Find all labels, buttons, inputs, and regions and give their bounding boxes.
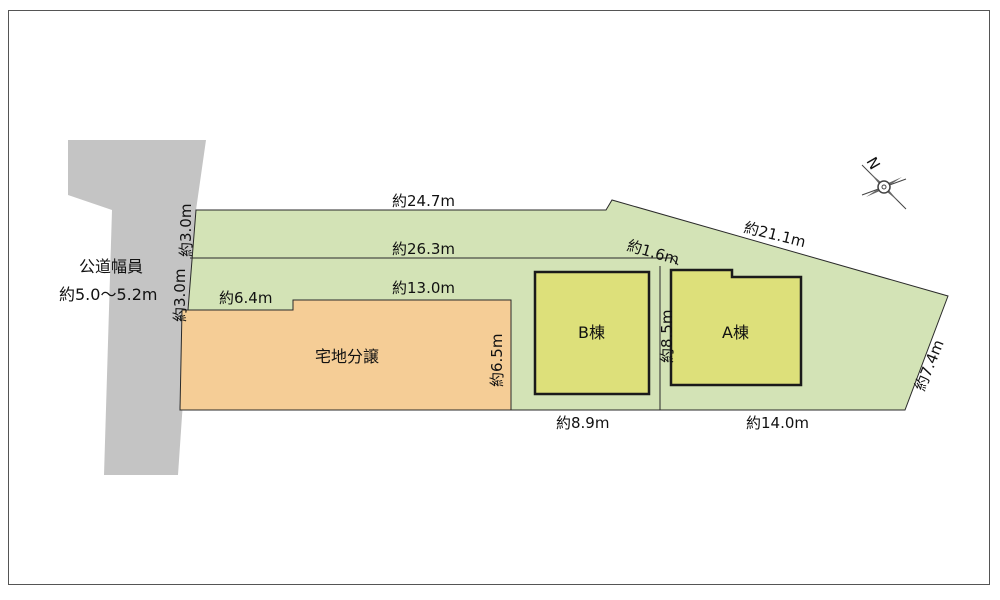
residential-lot-label: 宅地分譲: [315, 347, 379, 366]
dim-residential-top-left: 約6.4m: [219, 289, 272, 307]
public-road: [68, 140, 206, 475]
compass-north-label: N: [863, 154, 884, 173]
dim-top-edge: 約24.7m: [392, 192, 455, 210]
dim-divider: 約8.5m: [658, 310, 676, 363]
building-b-label: B棟: [578, 323, 605, 342]
dim-bottom-left: 約8.9m: [556, 414, 609, 432]
dim-residential-top: 約13.0m: [392, 279, 455, 297]
residential-lot: [179, 299, 512, 411]
dim-residential-right: 約6.5m: [488, 334, 506, 387]
dim-left-upper: 約3.0m: [177, 204, 195, 257]
inner-boundary-line: [190, 257, 679, 266]
road-label: 公道幅員: [79, 257, 143, 276]
building-a: [669, 268, 803, 387]
compass-icon: [861, 164, 907, 210]
dim-left-lower: 約3.0m: [171, 269, 189, 322]
road-width-label: 約5.0〜5.2m: [59, 285, 157, 304]
dim-inner-edge: 約26.3m: [392, 240, 455, 258]
dim-bottom-right: 約14.0m: [746, 414, 809, 432]
building-a-label: A棟: [722, 323, 749, 342]
building-b: [533, 270, 651, 396]
